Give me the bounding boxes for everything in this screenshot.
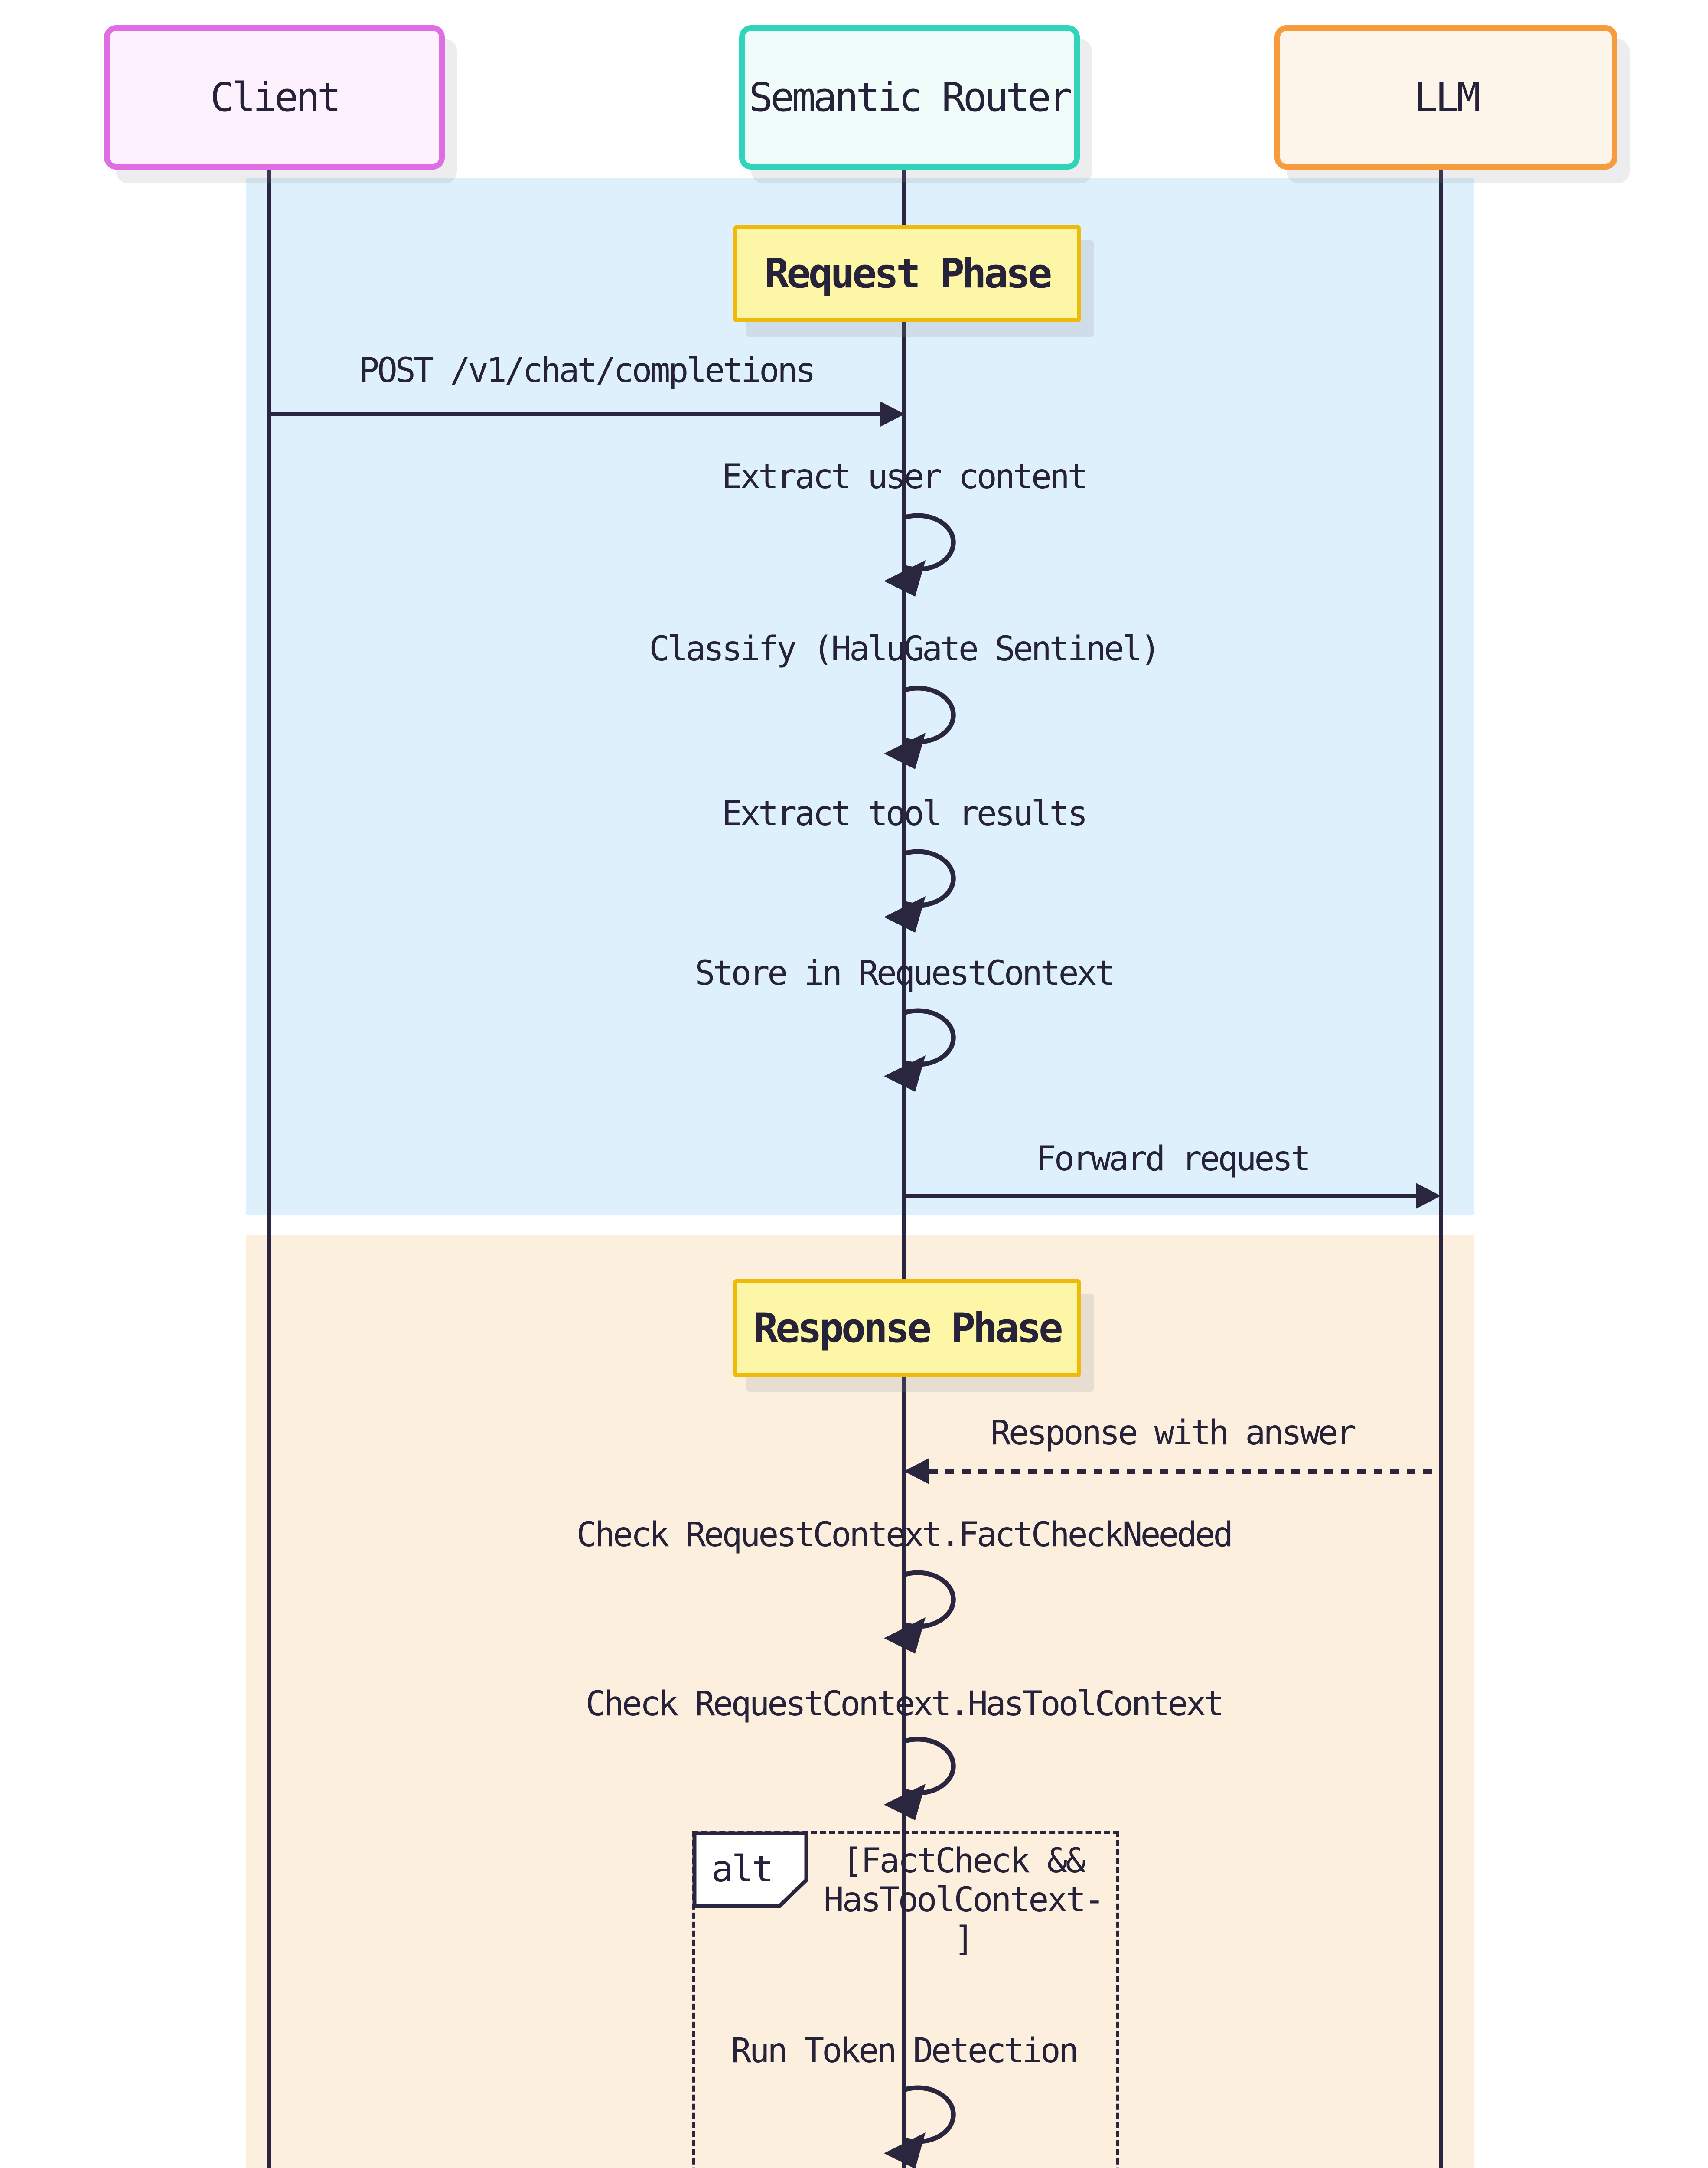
lifeline-client (267, 158, 271, 2168)
alt-label-pentagon (692, 1831, 808, 1908)
message-store-context: Store in RequestContext (694, 954, 1115, 993)
alt-frame (692, 1831, 1119, 2168)
message-post: POST /v1/chat/completions (359, 351, 816, 390)
arrow-response-answer-line (929, 1469, 1441, 1474)
message-check-factcheck: Check RequestContext.FactCheckNeeded (576, 1515, 1234, 1554)
request-phase-label: Request Phase (764, 250, 1053, 297)
self-loop-arrow (884, 1008, 956, 1092)
self-loop-arrow (884, 849, 956, 933)
participant-client-top: Client (104, 25, 445, 170)
arrow-post-head (880, 401, 905, 427)
response-phase-label: Response Phase (753, 1304, 1063, 1352)
self-loop-arrow (884, 686, 956, 769)
participant-label: LLM (1414, 74, 1480, 121)
message-run-token: Run Token Detection (731, 2031, 1079, 2070)
arrow-response-answer-head (904, 1458, 929, 1484)
arrow-forward-head (1416, 1183, 1441, 1209)
arrow-forward-line (904, 1194, 1417, 1198)
self-loop-arrow (884, 1737, 956, 1820)
self-loop-arrow (884, 2085, 956, 2168)
self-loop-arrow (884, 513, 956, 597)
message-check-toolctx: Check RequestContext.HasToolContext (585, 1685, 1225, 1724)
alt-if-condition-line: HasToolContext- (823, 1881, 1105, 1920)
arrow-post-line (269, 412, 881, 416)
participant-label: Semantic Router (749, 74, 1073, 121)
message-extract-tools: Extract tool results (722, 794, 1088, 833)
participant-llm-top: LLM (1274, 25, 1617, 170)
request-phase-label-box: Request Phase (733, 225, 1081, 322)
participant-semantic-router-top: Semantic Router (739, 25, 1080, 170)
message-forward: Forward request (1036, 1140, 1311, 1179)
message-extract-user: Extract user content (722, 457, 1088, 496)
participant-label: Client (210, 74, 341, 121)
request-phase-band (246, 178, 1474, 1215)
self-loop-arrow (884, 1570, 956, 1654)
lifeline-llm (1439, 158, 1443, 2168)
response-phase-band (246, 1235, 1474, 2168)
response-phase-label-box: Response Phase (733, 1279, 1081, 1377)
alt-keyword: alt (711, 1848, 774, 1890)
message-classify: Classify (HaluGate Sentinel) (649, 630, 1161, 669)
message-response-answer: Response with answer (990, 1414, 1356, 1453)
alt-if-condition-line: ] (954, 1920, 975, 1959)
lifeline-semantic-router (902, 158, 906, 2168)
alt-if-condition-line: [FactCheck && (842, 1841, 1086, 1881)
